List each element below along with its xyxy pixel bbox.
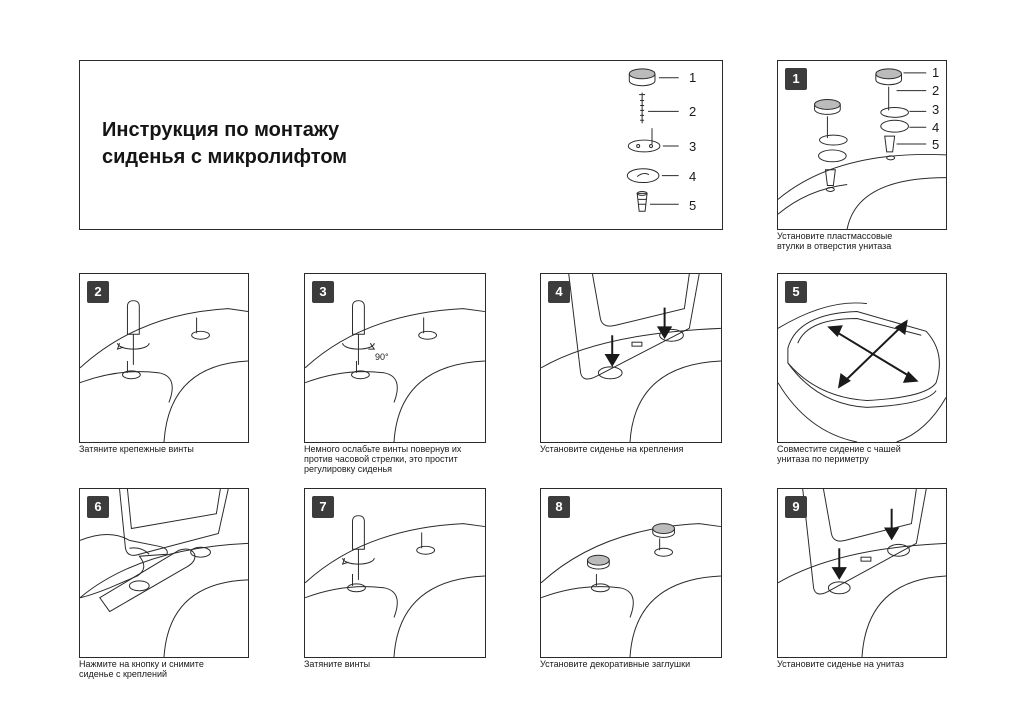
header-panel: Инструкция по монтажу сиденья с микролиф… [79,60,723,230]
page-title-line-1: Инструкция по монтажу [102,119,340,141]
step-4-illustration [541,274,721,442]
step-8-caption: Установите декоративные заглушки [540,659,691,669]
parts-exploded-diagram [626,68,679,212]
step-8-badge: 8 [548,496,570,518]
step-6-panel: 6 [79,488,249,658]
step-2-panel: 2 [79,273,249,443]
step-9-panel: 9 [777,488,947,658]
step-5-illustration [778,302,946,442]
step-8-illustration [541,523,721,657]
step-1-part-1: 1 [932,65,940,80]
part-label-1: 1 [689,70,697,85]
step-2-illustration [80,300,248,442]
step-9-illustration [778,489,946,657]
step-6-illustration [80,489,248,657]
step-1-part-3: 3 [932,102,940,117]
part-label-3: 3 [689,139,697,154]
part-label-2: 2 [689,104,697,119]
step-9-caption: Установите сиденье на унитаз [777,659,904,669]
rotation-angle-label: 90° [375,352,389,362]
step-7-panel: 7 [304,488,486,658]
step-1-badge: 1 [785,68,807,90]
step-7-illustration [305,515,485,657]
step-5-panel: 5 [777,273,947,443]
step-1-panel: 1 1 2 3 4 5 [777,60,947,230]
step-2-caption: Затяните крепежные винты [79,444,194,454]
step-3-badge: 3 [312,281,334,303]
step-7-caption: Затяните винты [304,659,371,669]
step-9-badge: 9 [785,496,807,518]
step-5-badge: 5 [785,281,807,303]
step-1-part-4: 4 [932,120,940,135]
step-8-panel: 8 [540,488,722,658]
step-1-part-2: 2 [932,83,940,98]
page-title-line-2: сиденья с микролифтом [102,146,348,168]
step-1-illustration [778,68,946,229]
part-label-4: 4 [689,169,697,184]
step-4-caption: Установите сиденье на крепления [540,444,684,454]
step-2-badge: 2 [87,281,109,303]
part-label-5: 5 [689,198,697,213]
step-4-badge: 4 [548,281,570,303]
step-3-illustration [305,300,485,442]
step-6-badge: 6 [87,496,109,518]
step-3-panel: 3 90° [304,273,486,443]
step-1-part-5: 5 [932,137,940,152]
step-4-panel: 4 [540,273,722,443]
step-7-badge: 7 [312,496,334,518]
